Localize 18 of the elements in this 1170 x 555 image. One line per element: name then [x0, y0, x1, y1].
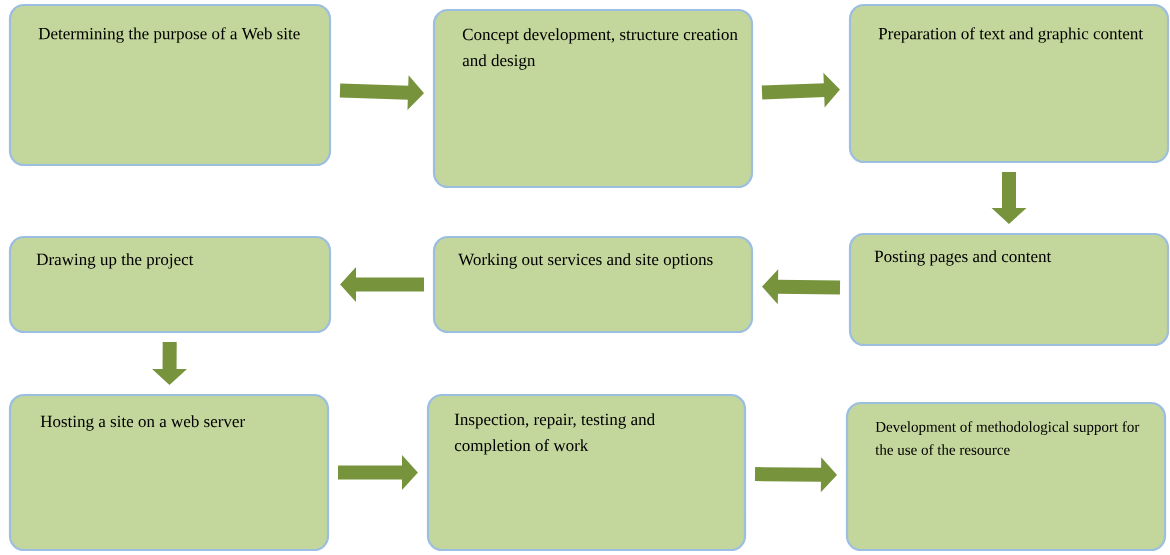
process-box	[848, 3, 1170, 164]
process-box	[8, 393, 330, 552]
process-box	[848, 232, 1170, 347]
node-label: Inspection, repair, testing and completion of work	[454, 413, 655, 455]
node-label: Determining the purpose of a Web site	[38, 27, 300, 43]
node-label: Posting pages and content	[874, 250, 1052, 266]
process-box	[432, 8, 754, 189]
process-box	[432, 235, 754, 334]
process-box	[8, 3, 332, 167]
node-label: Drawing up the project	[36, 253, 194, 269]
node-label: Preparation of text and graphic content	[878, 27, 1143, 43]
node-label: Development of methodological support for the use of the resource	[875, 421, 1140, 455]
node-label: Hosting a site on a web server	[40, 415, 245, 431]
process-box	[426, 393, 747, 552]
node-label: Concept development, structure creation and design	[462, 28, 738, 70]
node-label: Working out services and site options	[458, 253, 713, 269]
process-box	[8, 235, 332, 334]
process-box	[845, 401, 1167, 552]
